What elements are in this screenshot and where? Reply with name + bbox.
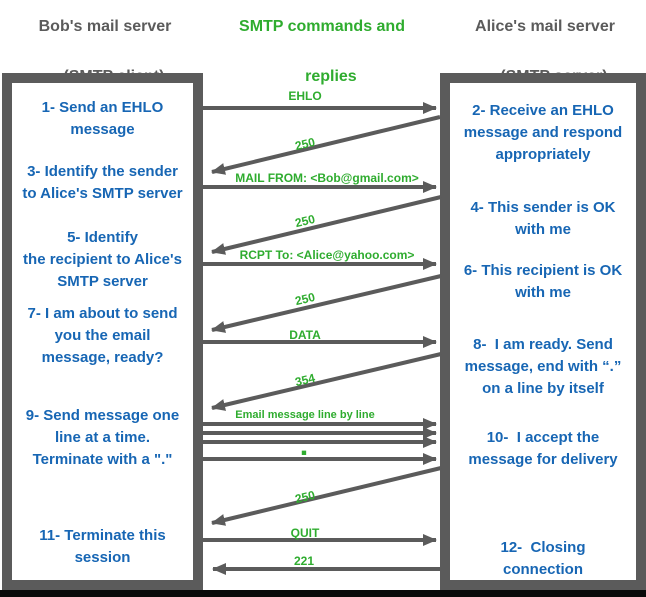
label-reply-221: 221 xyxy=(293,554,315,568)
client-step-7: 7- I am about to send you the email mess… xyxy=(27,305,178,366)
arrow-reply-354 xyxy=(211,352,442,411)
server-header-line1: Alice's mail server xyxy=(475,18,615,35)
client-step-3: 3- Identify the sender to Alice's SMTP s… xyxy=(22,163,183,202)
center-header-line1: SMTP commands and xyxy=(239,18,405,35)
server-box: 2- Receive an EHLO message and respond a… xyxy=(440,73,646,590)
label-ehlo: EHLO xyxy=(288,89,322,103)
client-box: 1- Send an EHLO message 3- Identify the … xyxy=(2,73,203,590)
center-header: SMTP commands and replies xyxy=(222,14,422,89)
arrow-reply-250-1 xyxy=(211,115,441,175)
server-step-10: 10- I accept the message for delivery xyxy=(468,429,618,468)
label-rcpt-to: RCPT To: <Alice@yahoo.com> xyxy=(239,248,415,262)
client-step-5: 5- Identify the recipient to Alice's SMT… xyxy=(23,229,182,290)
server-step-12: 12- Closing connection xyxy=(500,539,586,578)
client-step-9: 9- Send message one line at a time. Term… xyxy=(25,407,180,468)
center-header-line2: replies xyxy=(305,68,357,85)
label-mail-from: MAIL FROM: <Bob@gmail.com> xyxy=(235,171,419,185)
server-step-4: 4- This sender is OK with me xyxy=(470,199,616,238)
label-quit: QUIT xyxy=(290,526,320,540)
arrow-reply-250-4 xyxy=(211,466,442,526)
client-header-line1: Bob's mail server xyxy=(38,18,172,35)
server-step-8: 8- I am ready. Send message, end with “.… xyxy=(464,336,622,397)
end-of-message-dot: ■ xyxy=(301,447,307,458)
label-data: DATA xyxy=(289,328,321,342)
arrow-reply-250-2 xyxy=(211,195,442,255)
arrow-reply-250-3 xyxy=(211,274,442,333)
client-step-1: 1- Send an EHLO message xyxy=(41,99,164,138)
bottom-black-bar xyxy=(0,590,646,597)
server-step-6: 6- This recipient is OK with me xyxy=(463,262,623,301)
label-email-message: Email message line by line xyxy=(235,409,375,421)
client-step-11: 11- Terminate this session xyxy=(39,527,166,566)
server-step-2: 2- Receive an EHLO message and respond a… xyxy=(463,102,623,163)
